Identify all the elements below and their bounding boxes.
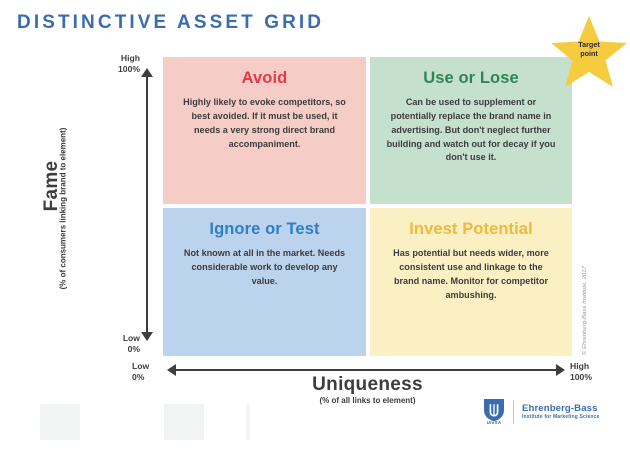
x-axis-line	[175, 369, 560, 371]
placeholder-box	[164, 404, 204, 440]
quadrant-ignore-or-test-body: Not known at all in the market. Needs co…	[183, 248, 346, 286]
y-axis-subtitle: (% of consumers linking brand to element…	[58, 127, 68, 290]
placeholder-box	[40, 404, 80, 440]
unisa-shield-icon: UniSA	[483, 398, 505, 426]
x-axis-title: Uniqueness	[312, 374, 423, 395]
quadrant-avoid[interactable]: Avoid Highly likely to evoke competitors…	[163, 57, 366, 204]
y-axis-line	[146, 75, 148, 340]
x-axis-tick-high: High 100%	[570, 361, 592, 382]
x-axis-tick-low: Low 0%	[132, 361, 149, 382]
quadrant-invest-potential[interactable]: Invest Potential Has potential but needs…	[370, 208, 572, 356]
x-axis-low-value: 0%	[132, 371, 145, 382]
x-axis-arrow-right-icon	[556, 364, 565, 376]
y-axis-high-label: High	[120, 53, 140, 63]
quadrant-invest-potential-body: Has potential but needs wider, more cons…	[393, 248, 549, 300]
quadrant-avoid-title: Avoid	[241, 69, 288, 87]
placeholder-box	[246, 404, 250, 440]
logo-name: Ehrenberg-Bass	[522, 402, 598, 414]
quadrant-use-or-lose[interactable]: Use or Lose Can be used to supplement or…	[370, 57, 572, 204]
y-axis-low-label: Low	[122, 333, 140, 343]
unisa-wordmark: UniSA	[486, 420, 502, 425]
copyright-text: © Ehrenberg-Bass Institute, 2017	[582, 266, 588, 355]
quadrant-invest-potential-title: Invest Potential	[409, 220, 533, 238]
ehrenberg-bass-logo: UniSA Ehrenberg-Bass Institute for Marke…	[483, 398, 599, 426]
page-title: DISTINCTIVE ASSET GRID	[17, 12, 325, 33]
x-axis-high-label: High	[570, 361, 590, 371]
y-axis-arrow-up-icon	[141, 68, 153, 77]
x-axis-low-label: Low	[132, 361, 150, 371]
logo-tagline: Institute for Marketing Science	[522, 414, 600, 421]
logo-text-block: Ehrenberg-Bass Institute for Marketing S…	[522, 403, 599, 422]
y-axis-high-value: 100%	[118, 63, 140, 74]
quadrant-ignore-or-test[interactable]: Ignore or Test Not known at all in the m…	[163, 208, 366, 356]
distinctive-asset-grid: Avoid Highly likely to evoke competitors…	[163, 57, 572, 356]
star-icon	[551, 16, 627, 87]
y-axis-arrow-down-icon	[141, 332, 153, 341]
logo-divider	[513, 400, 514, 424]
quadrant-use-or-lose-body: Can be used to supplement or potentially…	[386, 97, 556, 163]
x-axis-high-value: 100%	[570, 371, 592, 382]
target-point-marker[interactable]: Target point	[550, 14, 628, 90]
x-axis-arrow-left-icon	[167, 364, 176, 376]
shield-icon	[484, 399, 504, 422]
quadrant-use-or-lose-title: Use or Lose	[423, 69, 519, 87]
quadrant-avoid-body: Highly likely to evoke competitors, so b…	[183, 97, 346, 149]
quadrant-ignore-or-test-title: Ignore or Test	[209, 220, 320, 238]
x-axis-subtitle: (% of all links to element)	[319, 396, 416, 405]
y-axis-tick-low: Low 0%	[10, 333, 140, 354]
y-axis-low-value: 0%	[127, 343, 140, 354]
y-axis-tick-high: High 100%	[10, 53, 140, 74]
